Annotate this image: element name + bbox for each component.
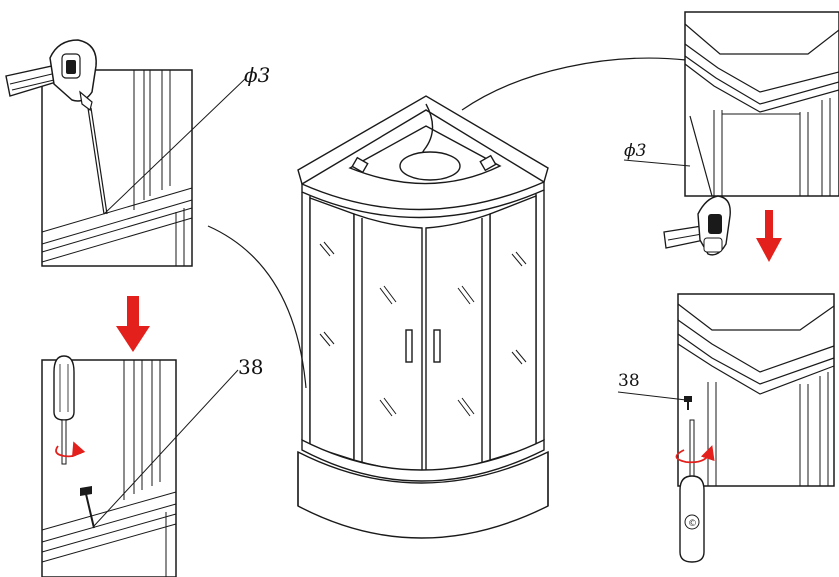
screwdriver-icon-right: ©	[679, 419, 705, 563]
rotate-arrow-icon-right	[675, 445, 715, 464]
label-screw-part-left: 38	[238, 355, 263, 379]
detail-panel-drill-left	[41, 69, 247, 267]
screw-icon-right	[684, 396, 692, 410]
down-arrow-icon-right	[756, 210, 782, 262]
label-drill-diameter-right: ϕ3	[624, 141, 646, 161]
screw-icon	[80, 486, 95, 529]
detail-panel-drill-right	[623, 11, 839, 197]
rotate-arrow-icon	[55, 441, 86, 458]
screwdriver-icon	[53, 355, 75, 465]
power-drill-icon-right	[663, 195, 731, 256]
callout-line-right	[461, 57, 687, 111]
svg-text:©: ©	[688, 519, 697, 529]
shower-enclosure	[297, 95, 549, 539]
power-drill-icon	[5, 39, 97, 112]
down-arrow-icon	[116, 296, 150, 352]
label-screw-part-right: 38	[618, 371, 640, 391]
label-drill-diameter-left: ϕ3	[244, 63, 270, 87]
detail-panel-screw-right	[617, 293, 835, 487]
glass-reflection-marks	[319, 241, 527, 417]
